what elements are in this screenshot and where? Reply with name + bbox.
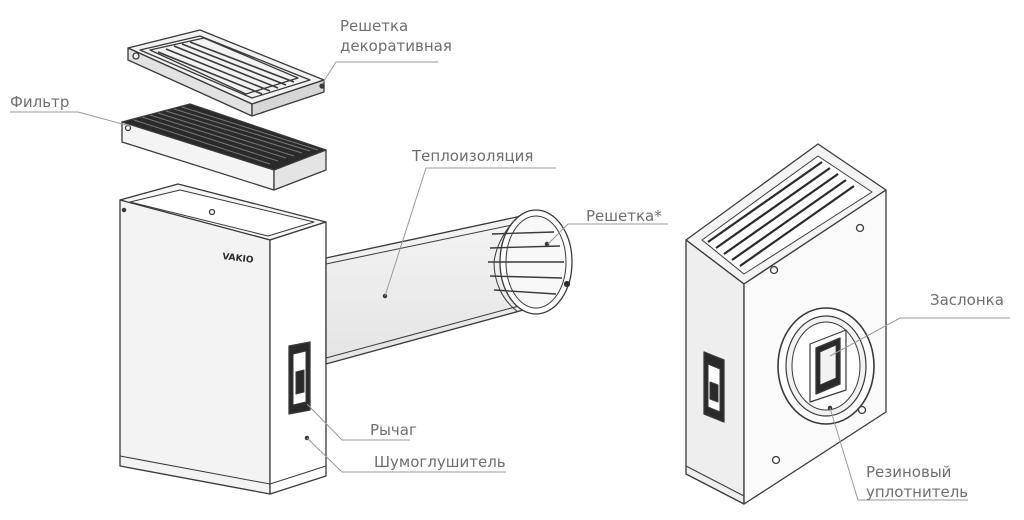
leader-damper	[829, 317, 1010, 357]
assembled-unit-part	[685, 143, 887, 505]
leader-silencer	[306, 437, 506, 473]
label-lever: Рычаг	[370, 421, 417, 439]
leader-insulation	[384, 167, 556, 297]
label-grille: Решетка*	[586, 207, 662, 225]
filter-part	[121, 103, 327, 191]
leader-rubber-seal	[829, 407, 968, 501]
leader-grille	[547, 223, 668, 245]
label-rubber-seal: Резиновый уплотнитель	[866, 462, 968, 502]
decorative-grille-part	[127, 29, 325, 117]
label-grille-decorative-line1: Решетка	[340, 17, 409, 35]
label-thermal-insulation: Теплоизоляция	[412, 147, 534, 165]
label-rubber-seal-line1: Резиновый	[866, 463, 952, 481]
silencer-body-part	[119, 183, 327, 495]
leader-lines	[10, 61, 1010, 501]
leader-lever	[306, 403, 410, 441]
label-grille-decorative-line2: декоративная	[340, 37, 452, 55]
leader-grille-decorative	[321, 61, 438, 85]
label-filter: Фильтр	[10, 93, 70, 111]
label-damper: Заслонка	[930, 291, 1004, 309]
logo-text: VAKIO	[222, 252, 255, 266]
label-silencer: Шумоглушитель	[374, 453, 506, 471]
label-grille-decorative: Решетка декоративная	[340, 16, 452, 56]
leader-filter	[10, 111, 131, 127]
label-rubber-seal-line2: уплотнитель	[866, 483, 969, 501]
insulation-tube-part	[325, 209, 573, 365]
